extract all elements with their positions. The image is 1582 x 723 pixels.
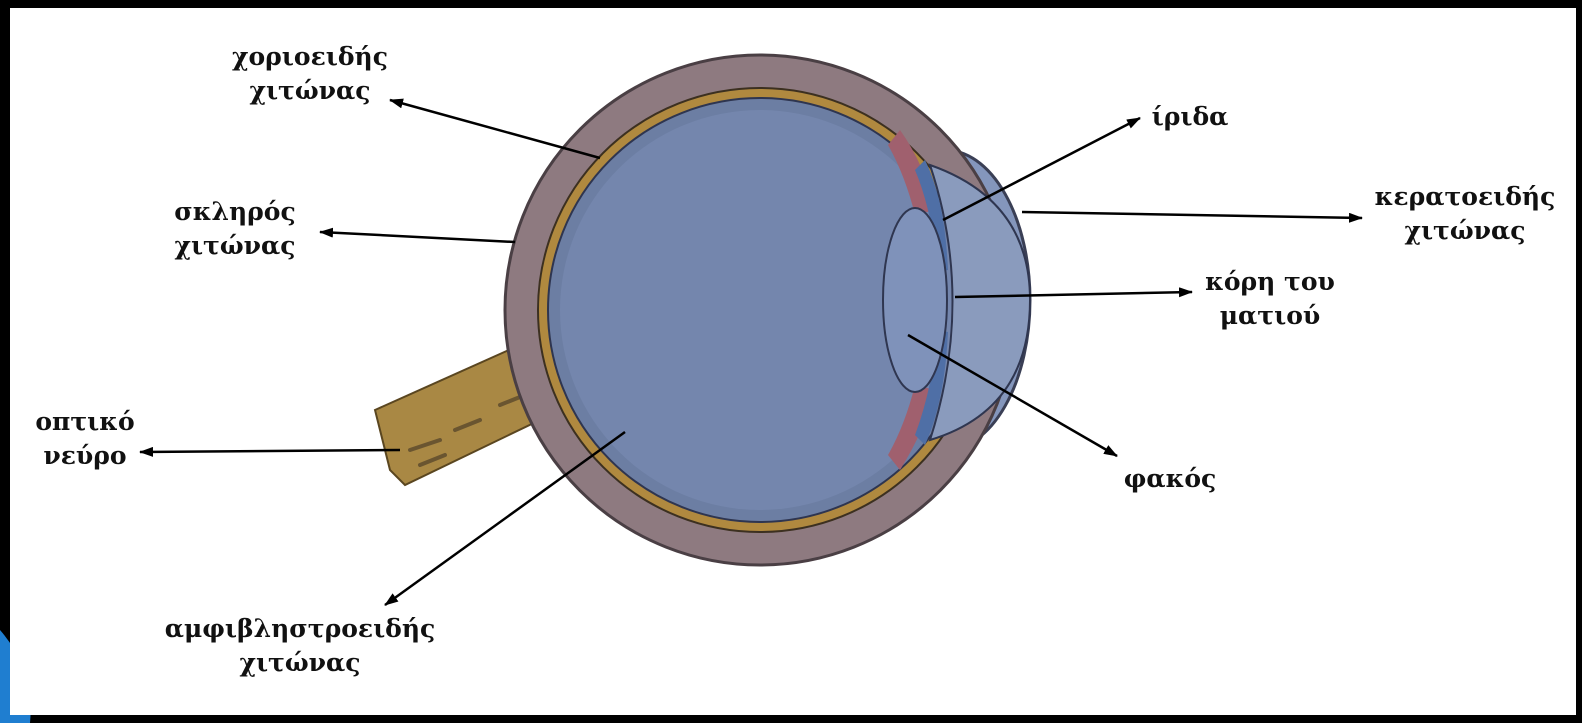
arrow-cornea bbox=[1022, 212, 1362, 218]
label-retina: αμφιβληστροειδής χιτώνας bbox=[150, 612, 450, 680]
label-lens-line1: φακός bbox=[1115, 462, 1225, 496]
label-pupil-line1: κόρη του bbox=[1195, 265, 1345, 299]
label-optic-nerve-line1: οπτικό bbox=[30, 405, 140, 439]
label-optic-nerve-line2: νεύρο bbox=[30, 439, 140, 473]
label-pupil: κόρη του ματιού bbox=[1195, 265, 1345, 333]
label-sclera-line1: σκληρός bbox=[150, 195, 320, 229]
label-pupil-line2: ματιού bbox=[1195, 299, 1345, 333]
label-retina-line1: αμφιβληστροειδής bbox=[150, 612, 450, 646]
label-retina-line2: χιτώνας bbox=[150, 646, 450, 680]
label-cornea: κερατοειδής χιτώνας bbox=[1360, 180, 1570, 248]
label-lens: φακός bbox=[1115, 462, 1225, 496]
label-cornea-line1: κερατοειδής bbox=[1360, 180, 1570, 214]
label-choroid-line1: χοριοειδής bbox=[210, 40, 410, 74]
lens-shape bbox=[883, 208, 947, 392]
label-choroid: χοριοειδής χιτώνας bbox=[210, 40, 410, 108]
label-sclera: σκληρός χιτώνας bbox=[150, 195, 320, 263]
label-iris-line1: ίριδα bbox=[1140, 100, 1240, 134]
arrow-optic-nerve bbox=[140, 450, 400, 452]
arrow-choroid bbox=[390, 100, 600, 158]
label-optic-nerve: οπτικό νεύρο bbox=[30, 405, 140, 473]
label-sclera-line2: χιτώνας bbox=[150, 229, 320, 263]
label-iris: ίριδα bbox=[1140, 100, 1240, 134]
arrow-sclera bbox=[320, 232, 515, 242]
label-cornea-line2: χιτώνας bbox=[1360, 214, 1570, 248]
label-choroid-line2: χιτώνας bbox=[210, 74, 410, 108]
